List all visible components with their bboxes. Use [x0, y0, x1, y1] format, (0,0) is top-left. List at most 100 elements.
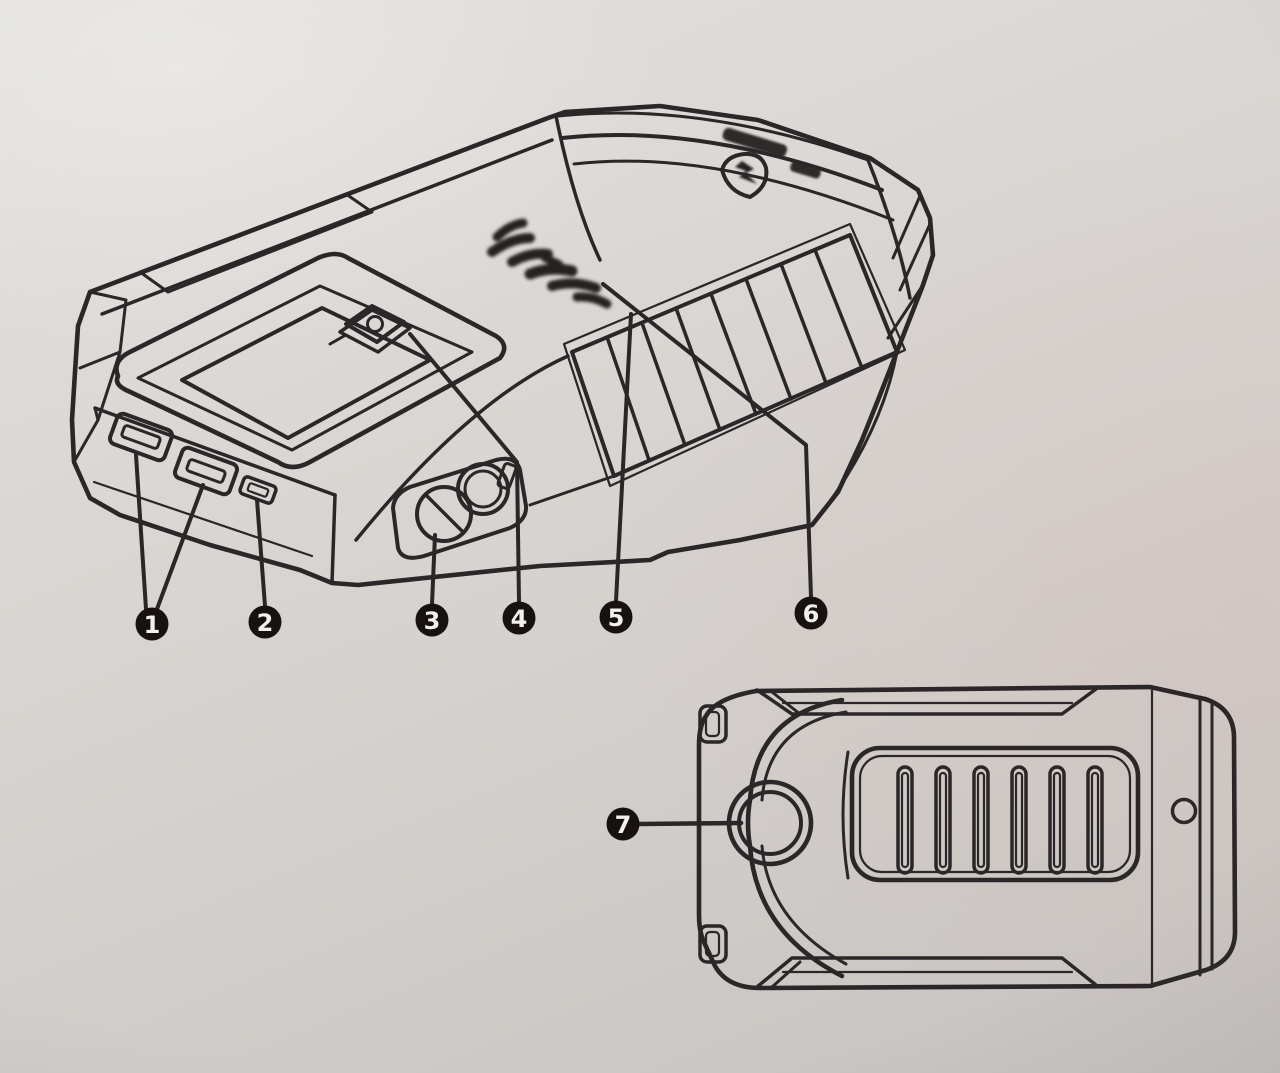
caption-bar [790, 160, 822, 179]
callout-6: 6 [794, 596, 828, 630]
vent-slot-inner [900, 771, 910, 869]
callout-4-circle [502, 601, 536, 635]
grip-ribs-icon [562, 222, 907, 488]
vent-slot [1010, 765, 1028, 875]
front-lower-edge [92, 480, 314, 558]
micro-usb-port-icon [238, 475, 278, 505]
callout-7-number: 7 [615, 811, 632, 839]
leader-lines [134, 282, 813, 611]
lanyard-hole-icon [1170, 797, 1198, 825]
cap-seam [866, 158, 912, 300]
cap-band [572, 159, 895, 222]
callout-6-circle [794, 596, 828, 630]
clip-notch-inner [704, 710, 721, 738]
callout-7-circle [606, 807, 640, 841]
vent-panel [849, 745, 1141, 883]
figure-bottom-view: 7 [606, 684, 1238, 991]
left-cap-facet [78, 290, 128, 370]
vent-slot [1048, 765, 1066, 875]
vent-slot-inner [1090, 771, 1100, 869]
flashlight-housing [391, 456, 529, 560]
top-grip-strip [755, 687, 1098, 716]
leader-2 [255, 498, 267, 608]
front-corner-edge [330, 493, 337, 585]
power-button-base [338, 308, 412, 354]
caption-bar [722, 127, 788, 158]
clip-flashlight [698, 690, 848, 989]
cap-facet [886, 283, 925, 340]
shield-lightning [735, 161, 757, 184]
blurred-logo-icon [487, 218, 612, 309]
callout-2-circle [248, 605, 282, 639]
side-crease [528, 474, 616, 507]
callout-5-number: 5 [608, 604, 625, 632]
cap-facet [891, 194, 922, 260]
vent-panel-inner [858, 754, 1132, 874]
callout-3: 3 [415, 603, 449, 637]
cap-seam [554, 114, 602, 262]
panel-left-seam [841, 750, 850, 880]
leader-1b [155, 483, 205, 611]
callout-5-circle [599, 600, 633, 634]
leader-1a [134, 453, 148, 611]
grip-rib [640, 321, 687, 447]
leader-6 [601, 282, 813, 599]
clip-notch [698, 924, 728, 964]
vent-slot-inner [976, 771, 986, 869]
callout-3-circle [415, 603, 449, 637]
blurred-caption-bars [722, 127, 822, 179]
power-button-symbol [366, 315, 384, 333]
grip-rib [674, 306, 722, 432]
usb-port-outer [172, 445, 240, 497]
clip-notch-inner [704, 930, 721, 958]
vent-slot [972, 765, 990, 875]
callout-1: 1 [135, 607, 169, 641]
hook-curve-inner [760, 710, 848, 802]
clip-notch [698, 704, 728, 744]
micro-usb-outer [238, 475, 278, 505]
callout-5: 5 [599, 600, 633, 634]
figure-top-view: 1 2 3 4 5 6 [69, 103, 936, 641]
grip-rib [709, 292, 758, 416]
grip-rib [744, 277, 793, 401]
bottom-body-outline [696, 684, 1238, 991]
flashlight-nub [496, 462, 518, 490]
leader-5 [614, 312, 633, 603]
callout-7: 7 [606, 807, 640, 841]
flashlight-lens-a-shine [425, 494, 464, 533]
flashlight-lens-icon [391, 456, 529, 560]
grip-rib [813, 248, 864, 370]
callout-6-number: 6 [803, 600, 820, 628]
micro-usb-inner [246, 482, 270, 498]
power-button-icon [328, 304, 412, 354]
back-rim-stripe [138, 192, 374, 294]
leader-4 [408, 332, 521, 604]
front-top-edge [93, 406, 337, 497]
usb-port-icon [172, 445, 240, 497]
usb-port-outer [107, 411, 175, 463]
grip-band-outer [562, 222, 907, 488]
callout-3-number: 3 [424, 607, 441, 635]
leader-3 [430, 533, 437, 606]
grip-rib [779, 262, 828, 385]
vent-slots-icon [841, 745, 1141, 883]
back-rim-line [100, 138, 554, 316]
vent-slot-inner [938, 771, 948, 869]
warning-shield-icon [720, 151, 769, 199]
shield-outline [720, 151, 769, 199]
callout-4-number: 4 [511, 605, 528, 633]
display-recess-frame [114, 251, 507, 470]
vent-slot-inner [1014, 771, 1024, 869]
flashlight-lens-a [415, 485, 473, 543]
callout-2: 2 [248, 605, 282, 639]
bottom-grip-strip [755, 956, 1098, 989]
cap-facet [898, 222, 932, 292]
side-crease [354, 354, 570, 542]
vent-slot [896, 765, 914, 875]
cap-band [556, 111, 870, 162]
usb-port-icon [107, 411, 175, 463]
clip-facet [770, 690, 802, 716]
clip-facet [770, 960, 802, 989]
